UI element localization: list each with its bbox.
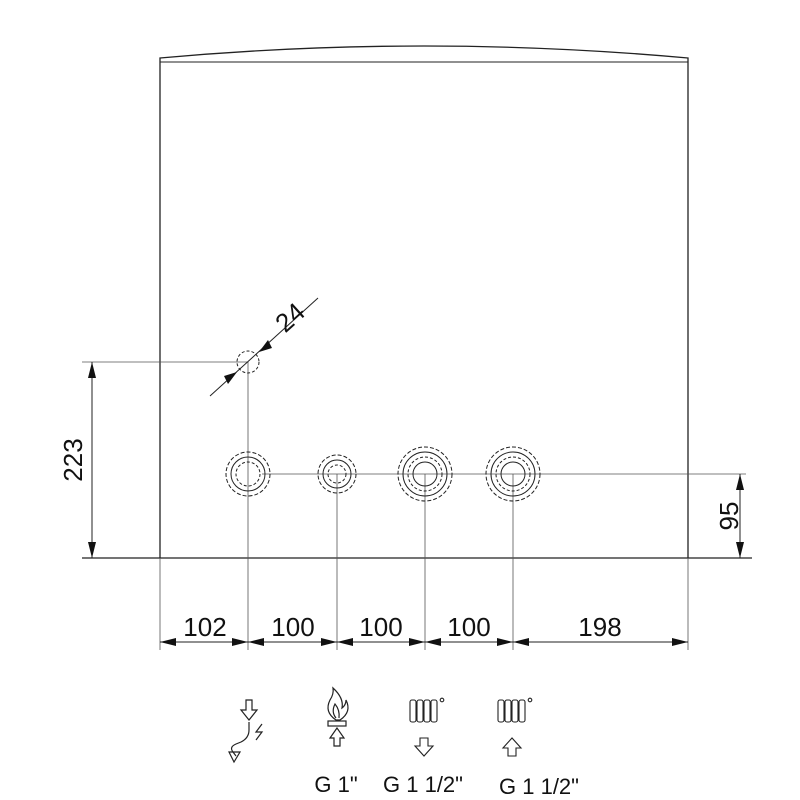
gas-flame-icon — [327, 686, 349, 747]
dim-spacing-5: 198 — [578, 612, 621, 642]
dim-spacing-1: 102 — [183, 612, 226, 642]
pipe-1 — [225, 451, 271, 497]
center-lines — [82, 361, 746, 650]
pipe-3 — [397, 446, 453, 502]
dim-arrow — [232, 638, 248, 646]
dim-arrow — [425, 638, 441, 646]
dim-arrow — [160, 638, 176, 646]
dim-spacing-2: 100 — [271, 612, 314, 642]
radiator-return-icon — [497, 697, 533, 757]
dim-arrow — [337, 638, 353, 646]
dim-arrow — [259, 340, 272, 352]
drain-icon — [228, 699, 264, 764]
dim-arrow — [88, 362, 96, 378]
dim-spacing-4: 100 — [447, 612, 490, 642]
radiator-flow-icon — [409, 697, 445, 757]
dim-arrow — [672, 638, 688, 646]
dim-height-connections: 95 — [714, 474, 744, 558]
dim-spacing-3: 100 — [359, 612, 402, 642]
dim-arrow — [224, 372, 237, 384]
dim-arrow — [248, 638, 264, 646]
dim-arrow — [736, 474, 744, 490]
drain-outlet: 24 — [209, 296, 319, 397]
dim-height-outlet: 223 — [58, 362, 96, 558]
dim-arrow — [513, 638, 529, 646]
dim-height-connections-label: 95 — [714, 502, 744, 531]
connection-label-gas: G 1" — [314, 772, 357, 797]
dim-pipe-diameter: 24 — [269, 296, 311, 338]
connection-label-flow: G 1 1/2" — [383, 772, 463, 797]
connection-pipes — [225, 446, 541, 502]
unit-outline — [82, 45, 752, 559]
dim-height-outlet-label: 223 — [58, 438, 88, 481]
connection-label-return: G 1 1/2" — [499, 774, 579, 799]
pipe-2 — [317, 454, 357, 494]
dim-spacing-chain: 102 100 100 100 198 — [160, 612, 688, 646]
dim-arrow — [736, 542, 744, 558]
dim-arrow — [497, 638, 513, 646]
dim-arrow — [409, 638, 425, 646]
dim-arrow — [88, 542, 96, 558]
dim-arrow — [321, 638, 337, 646]
pipe-4 — [485, 446, 541, 502]
